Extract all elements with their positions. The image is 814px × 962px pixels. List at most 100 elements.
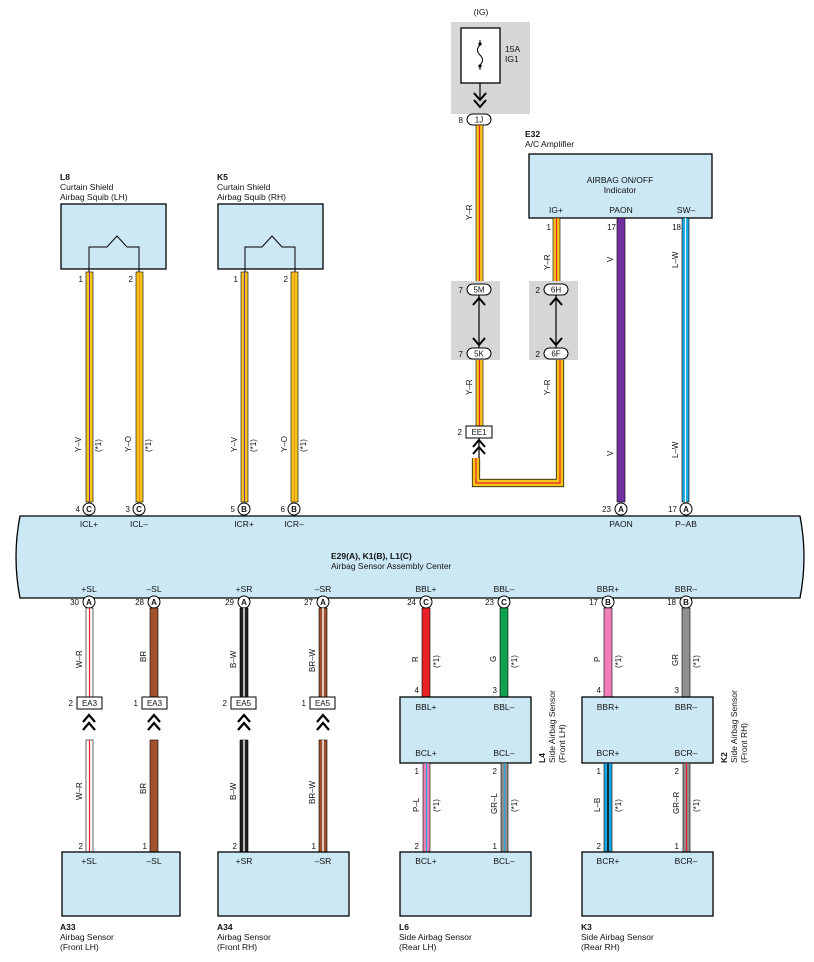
sensor-pin-label: +SL xyxy=(81,856,97,866)
chevron-up-icon xyxy=(472,438,486,455)
center-signal: BBL– xyxy=(494,584,515,594)
component-position: (Rear RH) xyxy=(581,942,620,952)
component-name: Curtain Shield xyxy=(60,182,114,192)
component-name: Side Airbag Sensor xyxy=(547,690,557,763)
wire-pin-number: 3 xyxy=(675,686,680,695)
center-pin-number: 17 xyxy=(668,505,677,514)
wire-pin-number: 2 xyxy=(129,275,134,284)
sensor-pin-label: +SR xyxy=(236,856,253,866)
wire-color-label: BR xyxy=(139,783,148,794)
wire-note: (*1) xyxy=(510,655,519,668)
squib-icon xyxy=(88,235,140,272)
wire-color-label: BR–W xyxy=(308,648,317,672)
junction-connector xyxy=(543,347,569,360)
fuse-icon xyxy=(477,40,483,70)
wire-color-label: L–W xyxy=(671,251,680,268)
center-pin-number: 28 xyxy=(135,598,144,607)
chevron-up-icon xyxy=(147,713,161,731)
wire-color-label: W–R xyxy=(75,782,84,800)
wire-color-label: P xyxy=(593,657,602,662)
junction-pin: 2 xyxy=(536,350,541,359)
splice-pin: 2 xyxy=(69,699,74,708)
wire-note: (*1) xyxy=(692,799,701,812)
wire-color-label: B–W xyxy=(229,782,238,800)
center-signal: +SL xyxy=(81,584,97,594)
wire-pin-number: 1 xyxy=(143,842,148,851)
component-name: Curtain Shield xyxy=(217,182,271,192)
wire-color-label: V xyxy=(606,450,615,456)
wire-pin-number: 4 xyxy=(415,686,420,695)
junction-id: 6F xyxy=(551,350,560,359)
component-name: Airbag Squib (RH) xyxy=(217,192,286,202)
wire-color-label: B–W xyxy=(229,650,238,668)
amp-igp-wire xyxy=(552,217,561,286)
upper-wires xyxy=(85,271,299,503)
amp-pin-number: 1 xyxy=(547,223,552,232)
component-code: L8 xyxy=(60,172,70,182)
wire-note: (*1) xyxy=(432,799,441,812)
sensor-pin-label: BBL– xyxy=(494,702,515,712)
side-sensor-front-lh-box xyxy=(399,696,532,764)
connector-letter: B xyxy=(241,505,247,514)
center-signal: –SR xyxy=(315,584,332,594)
curtain-shield-lh-box xyxy=(60,203,167,270)
component-code: K2 xyxy=(719,752,729,763)
center-signal: P–AB xyxy=(675,519,697,529)
wire-note: (*1) xyxy=(692,655,701,668)
center-top-connectors xyxy=(82,502,693,516)
sensor-pin-label: BBL+ xyxy=(415,702,436,712)
wire-note: (*1) xyxy=(510,799,519,812)
fuse-connector-id: 1J xyxy=(475,116,483,125)
component-code: A33 xyxy=(60,922,76,932)
wire-color-label: Y–R xyxy=(465,379,474,395)
airbag-sensor-front-rh-box xyxy=(217,851,350,917)
sensor-pin-label: BCR– xyxy=(675,856,698,866)
amp-pin-number: 18 xyxy=(672,223,681,232)
wire-color-label: GR xyxy=(671,654,680,666)
fuse-rating: 15A xyxy=(505,44,520,54)
wire-color-label: Y–R xyxy=(465,204,474,220)
connector-letter: C xyxy=(136,505,142,514)
sensor-pin-label: BCL– xyxy=(493,856,515,866)
amp-code: E32 xyxy=(525,129,540,139)
component-name: Airbag Sensor xyxy=(217,932,271,942)
wire-color-label: G xyxy=(489,656,498,662)
wire-color-label: BR–W xyxy=(308,780,317,804)
curtain-shield-rh-box xyxy=(217,203,324,270)
sensor-pin-label: –SR xyxy=(315,856,332,866)
wire-color-label: BR xyxy=(139,651,148,662)
center-pin-number: 29 xyxy=(225,598,234,607)
component-position: (Rear LH) xyxy=(399,942,436,952)
wire-color-label: P–L xyxy=(412,797,421,812)
center-codes: E29(A), K1(B), L1(C) xyxy=(331,551,412,561)
connector-letter: A xyxy=(618,505,624,514)
component-name: Airbag Sensor xyxy=(60,932,114,942)
center-name: Airbag Sensor Assembly Center xyxy=(331,561,452,571)
center-signal: ICR+ xyxy=(234,519,254,529)
wire-color-label: GR–L xyxy=(490,793,499,814)
wire-note: (*1) xyxy=(299,439,308,452)
amp-indicator-line1: AIRBAG ON/OFF xyxy=(587,175,654,185)
center-pin-number: 3 xyxy=(126,505,131,514)
component-code: A34 xyxy=(217,922,233,932)
chevron-up-icon xyxy=(82,713,96,731)
splice-id: EA3 xyxy=(147,699,163,708)
component-position: (Front LH) xyxy=(557,724,567,763)
center-pin-number: 24 xyxy=(407,598,416,607)
connector-letter: A xyxy=(320,598,326,607)
wire-note: (*1) xyxy=(249,439,258,452)
wire-pin-number: 2 xyxy=(597,842,602,851)
component-name: Side Airbag Sensor xyxy=(399,932,472,942)
component-position: (Front LH) xyxy=(60,942,99,952)
junction-pin: 7 xyxy=(459,286,464,295)
wire-note: (*1) xyxy=(614,655,623,668)
connector-letter: B xyxy=(291,505,297,514)
connector-letter: A xyxy=(241,598,247,607)
junction-id: 5K xyxy=(474,350,484,359)
squib-icon xyxy=(244,235,296,272)
connector-letter: B xyxy=(605,598,611,607)
center-pin-number: 17 xyxy=(589,598,598,607)
side-sensor-rear-rh-box xyxy=(581,851,714,917)
sensor-pin-label: BCL+ xyxy=(415,856,437,866)
wire-pin-number: 2 xyxy=(493,767,498,776)
